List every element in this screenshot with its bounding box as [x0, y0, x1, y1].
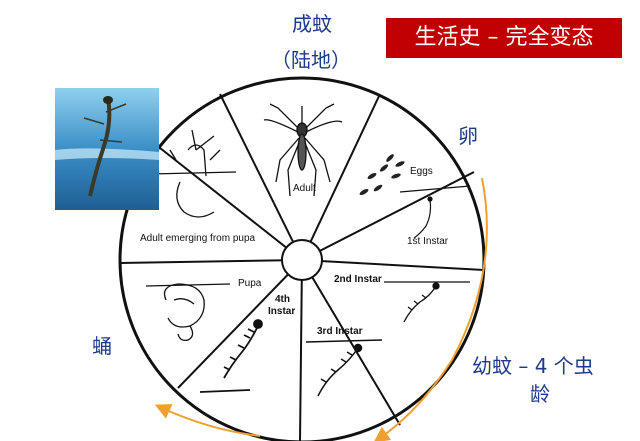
left-cycle-arrow: [154, 404, 261, 437]
adult-mosquito-drawing: [263, 103, 343, 197]
title-banner: 生活史 – 完全变态: [386, 18, 622, 58]
second-instar-larva-drawing: [384, 281, 470, 323]
wedge-label-adult: Adult: [293, 183, 316, 194]
wedge-label-fourth-instar-1: 4th: [275, 294, 290, 305]
emerging-adult-drawing: [149, 129, 237, 218]
wedge-label-emerging: Adult emerging from pupa: [140, 233, 256, 244]
label-adult: 成蚊: [292, 12, 332, 36]
wedge-label-second-instar: 2nd Instar: [334, 274, 382, 285]
wedge-label-pupa: Pupa: [238, 278, 262, 289]
label-larva-line1: 幼蚊 – 4 个虫: [472, 354, 594, 378]
third-instar-larva-drawing: [305, 339, 383, 397]
wedge-label-eggs: Eggs: [410, 166, 433, 177]
label-larva-line2: 龄: [530, 382, 550, 406]
wheel-hub: [281, 239, 323, 281]
wheel-spokes: [120, 93, 485, 441]
label-egg: 卵: [458, 124, 478, 148]
label-adult-land: （陆地）: [271, 48, 351, 72]
first-instar-larva-drawing: [399, 185, 471, 239]
right-cycle-arrow: [373, 177, 488, 441]
wedge-label-first-instar: 1st Instar: [407, 236, 449, 247]
label-pupa: 蛹: [92, 334, 112, 358]
wedge-label-fourth-instar-2: Instar: [268, 306, 296, 317]
pupa-drawing: [145, 283, 231, 342]
wedge-label-third-instar: 3rd Instar: [317, 326, 363, 337]
eggs-drawing: [359, 154, 405, 196]
fourth-instar-larva-drawing: [199, 319, 263, 393]
mosquito-photo: [55, 88, 159, 210]
